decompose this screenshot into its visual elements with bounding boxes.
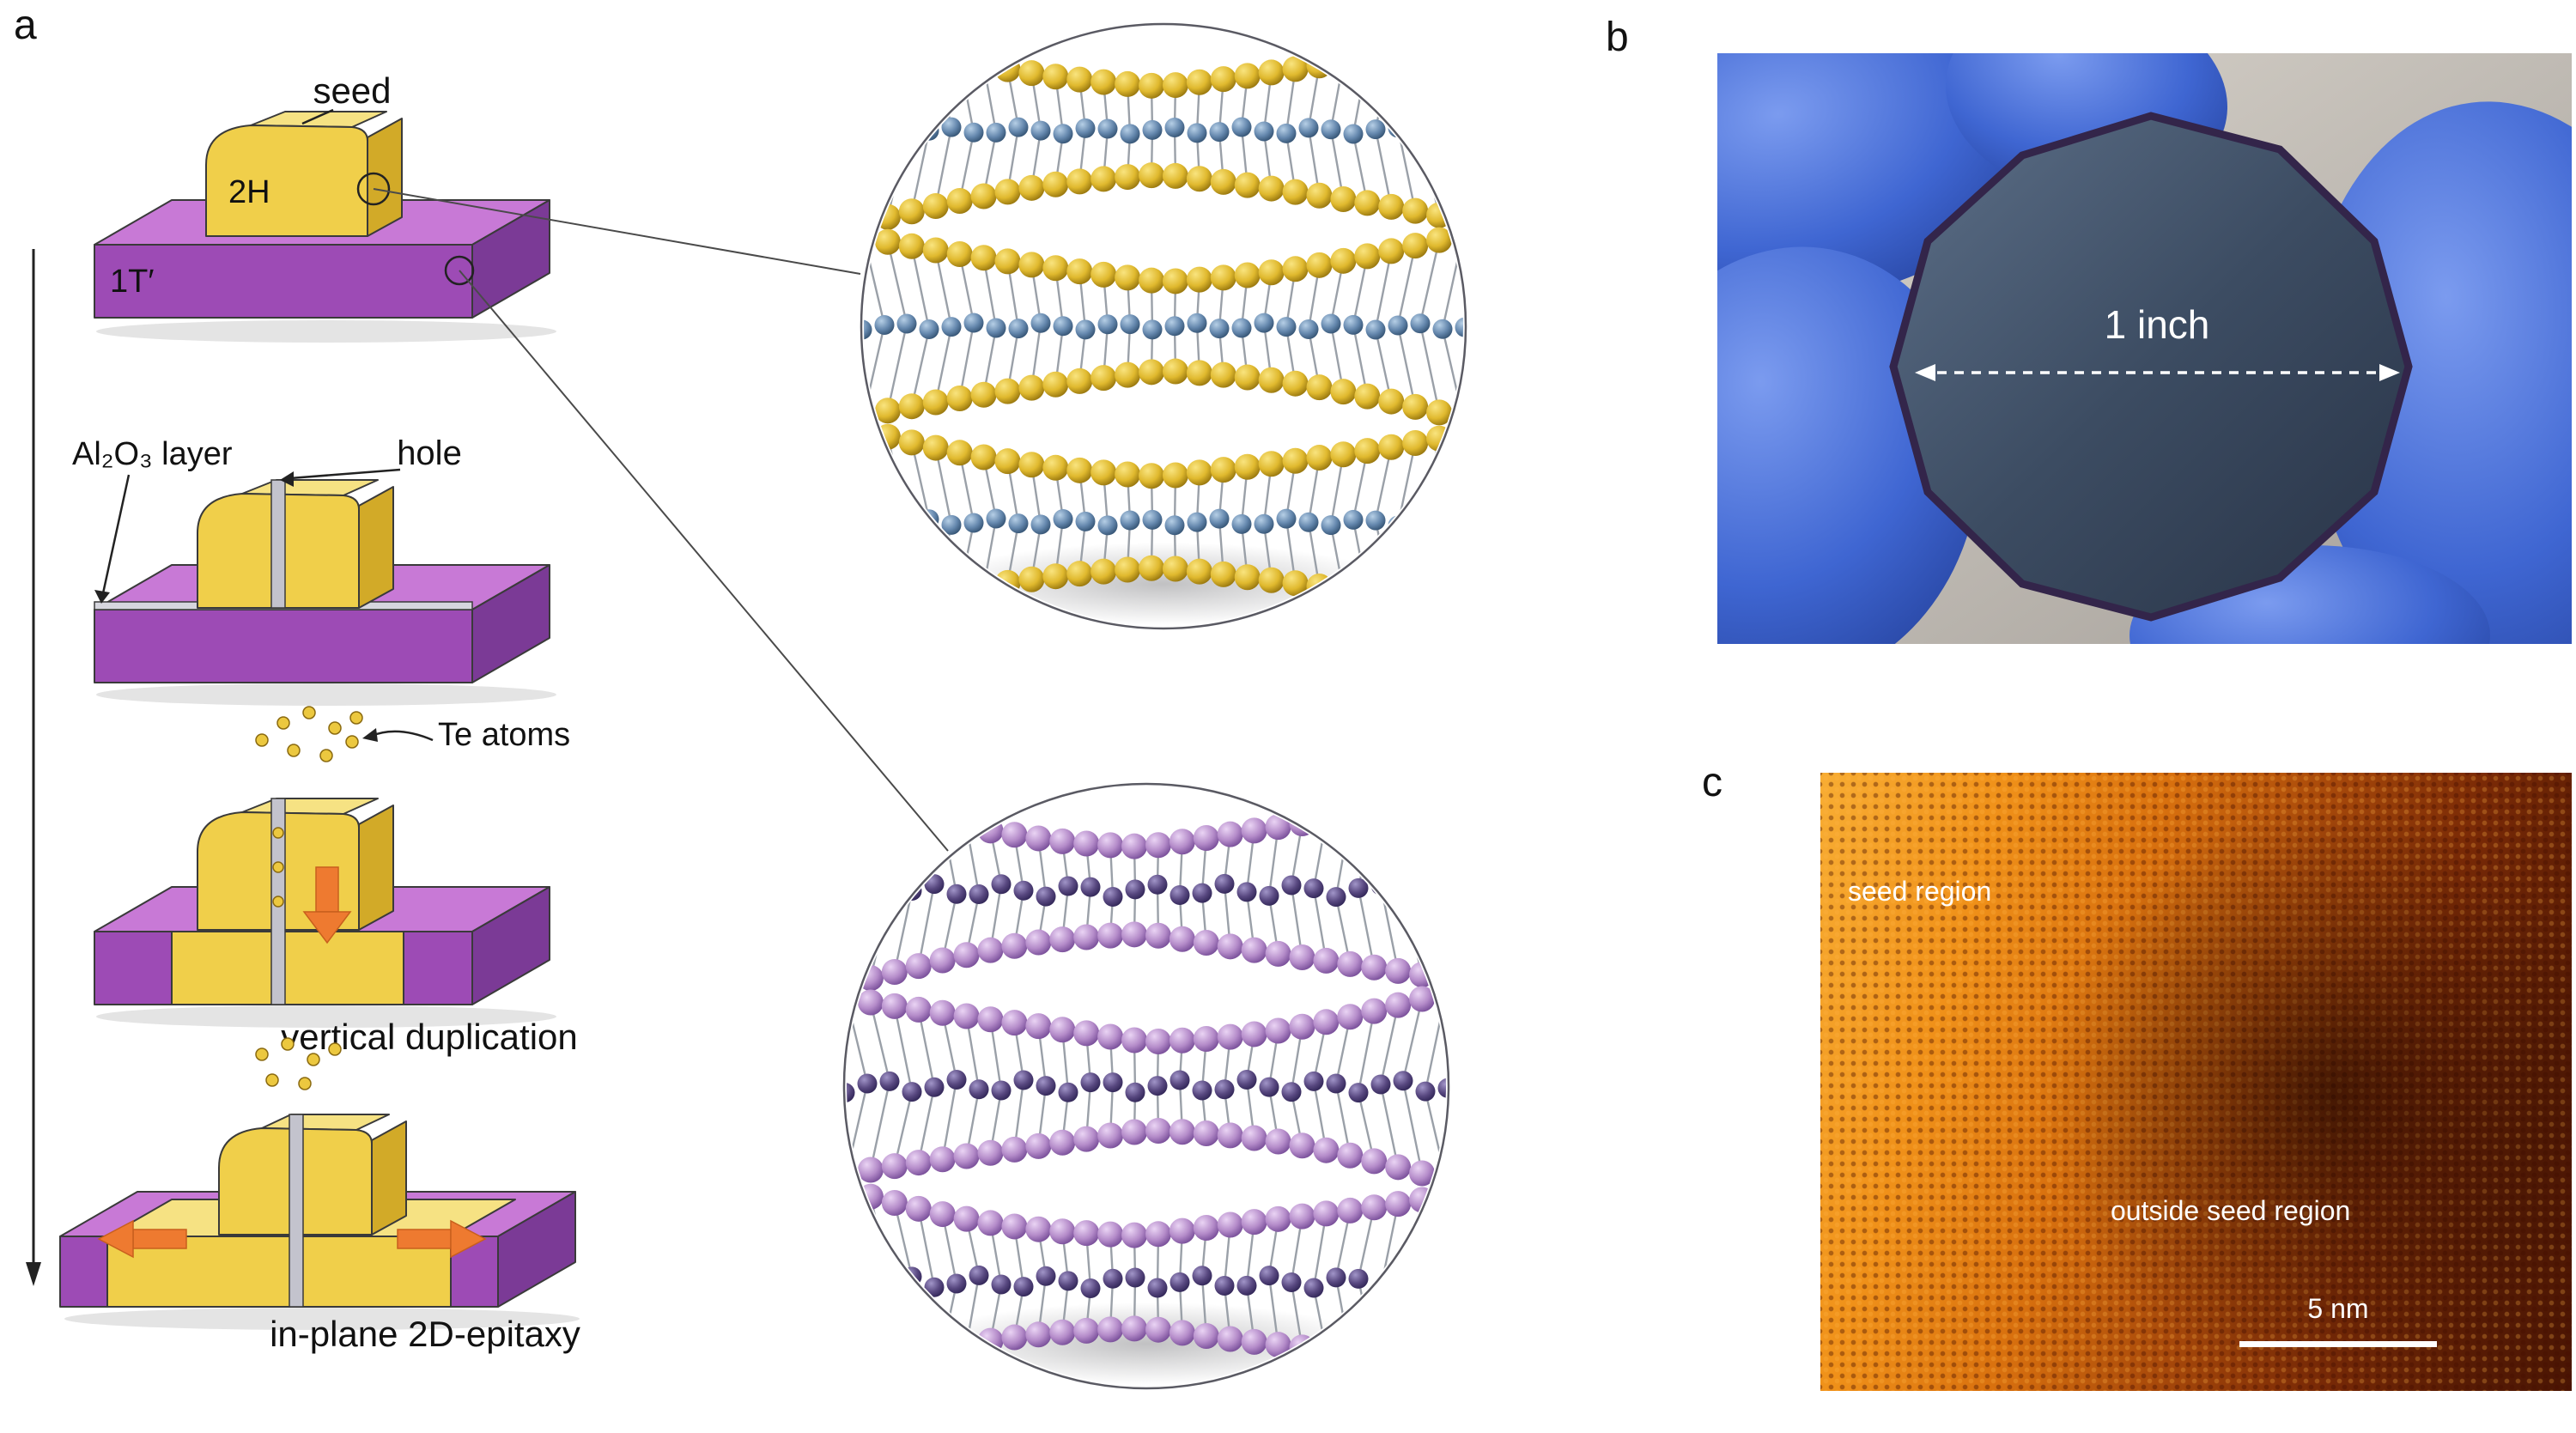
schematic-inplane-epitaxy: in-plane 2D-epitaxy bbox=[59, 1037, 580, 1354]
hole-slit bbox=[289, 1114, 304, 1308]
panel-b-label: b bbox=[1606, 15, 1629, 60]
schematic-seed: seed 2H 1T′ bbox=[94, 70, 556, 343]
te-pointer-line bbox=[368, 730, 434, 742]
seed-label: seed bbox=[313, 70, 391, 111]
schematic-hole: Al₂O₃ layer hole bbox=[72, 434, 556, 706]
stm-image: seed region outside seed region 5 nm bbox=[1820, 773, 2572, 1391]
process-flow-arrow bbox=[26, 249, 41, 1286]
te-atoms-falling bbox=[255, 706, 363, 762]
scale-label: 5 nm bbox=[2307, 1293, 2369, 1324]
wafer-size-label: 1 inch bbox=[2105, 302, 2210, 347]
te-atoms-falling bbox=[255, 1037, 342, 1090]
measure-arrow bbox=[1915, 364, 2400, 381]
hole-pointer-head bbox=[280, 471, 294, 487]
hole-slit bbox=[270, 479, 286, 609]
hole-pointer-line bbox=[289, 468, 401, 480]
inplane-epitaxy-caption: in-plane 2D-epitaxy bbox=[270, 1314, 580, 1354]
inset-1t-lattice bbox=[842, 782, 1450, 1390]
lateral-growth-arrows bbox=[97, 1219, 487, 1259]
down-growth-arrow bbox=[302, 866, 352, 944]
panel-a-label: a bbox=[14, 3, 37, 48]
panel-c-label: c bbox=[1702, 760, 1722, 805]
hole-label: hole bbox=[397, 434, 462, 472]
ground-shadow bbox=[96, 1005, 556, 1028]
al2o3-pointer-head bbox=[94, 590, 110, 604]
schematic-vertical-duplication: Te atoms vertical duplication bbox=[94, 706, 578, 1057]
te-atoms-in-hole bbox=[272, 827, 284, 908]
wafer-photo: 1 inch bbox=[1717, 53, 2572, 644]
ground-shadow bbox=[96, 683, 556, 706]
ground-shadow bbox=[96, 320, 556, 343]
inset-2h-lattice bbox=[860, 22, 1467, 630]
seed-region-label: seed region bbox=[1848, 876, 1992, 907]
seed-pointer-line bbox=[301, 108, 334, 125]
scale-bar bbox=[2239, 1341, 2437, 1347]
phase-2h-label: 2H bbox=[228, 174, 270, 210]
seed-block bbox=[197, 798, 394, 931]
outside-seed-region-label: outside seed region bbox=[2111, 1195, 2351, 1226]
ground-shadow bbox=[64, 1308, 580, 1330]
te-atoms-label: Te atoms bbox=[438, 717, 570, 753]
te-pointer-head bbox=[362, 728, 378, 742]
al2o3-pointer-line bbox=[101, 474, 131, 594]
seed-block bbox=[218, 1114, 407, 1236]
al2o3-label: Al₂O₃ layer bbox=[72, 436, 233, 472]
duplicated-yellow-region bbox=[171, 931, 404, 1005]
wafer bbox=[1889, 112, 2413, 622]
phase-1t-label: 1T′ bbox=[110, 264, 154, 300]
seed-block bbox=[197, 479, 394, 609]
